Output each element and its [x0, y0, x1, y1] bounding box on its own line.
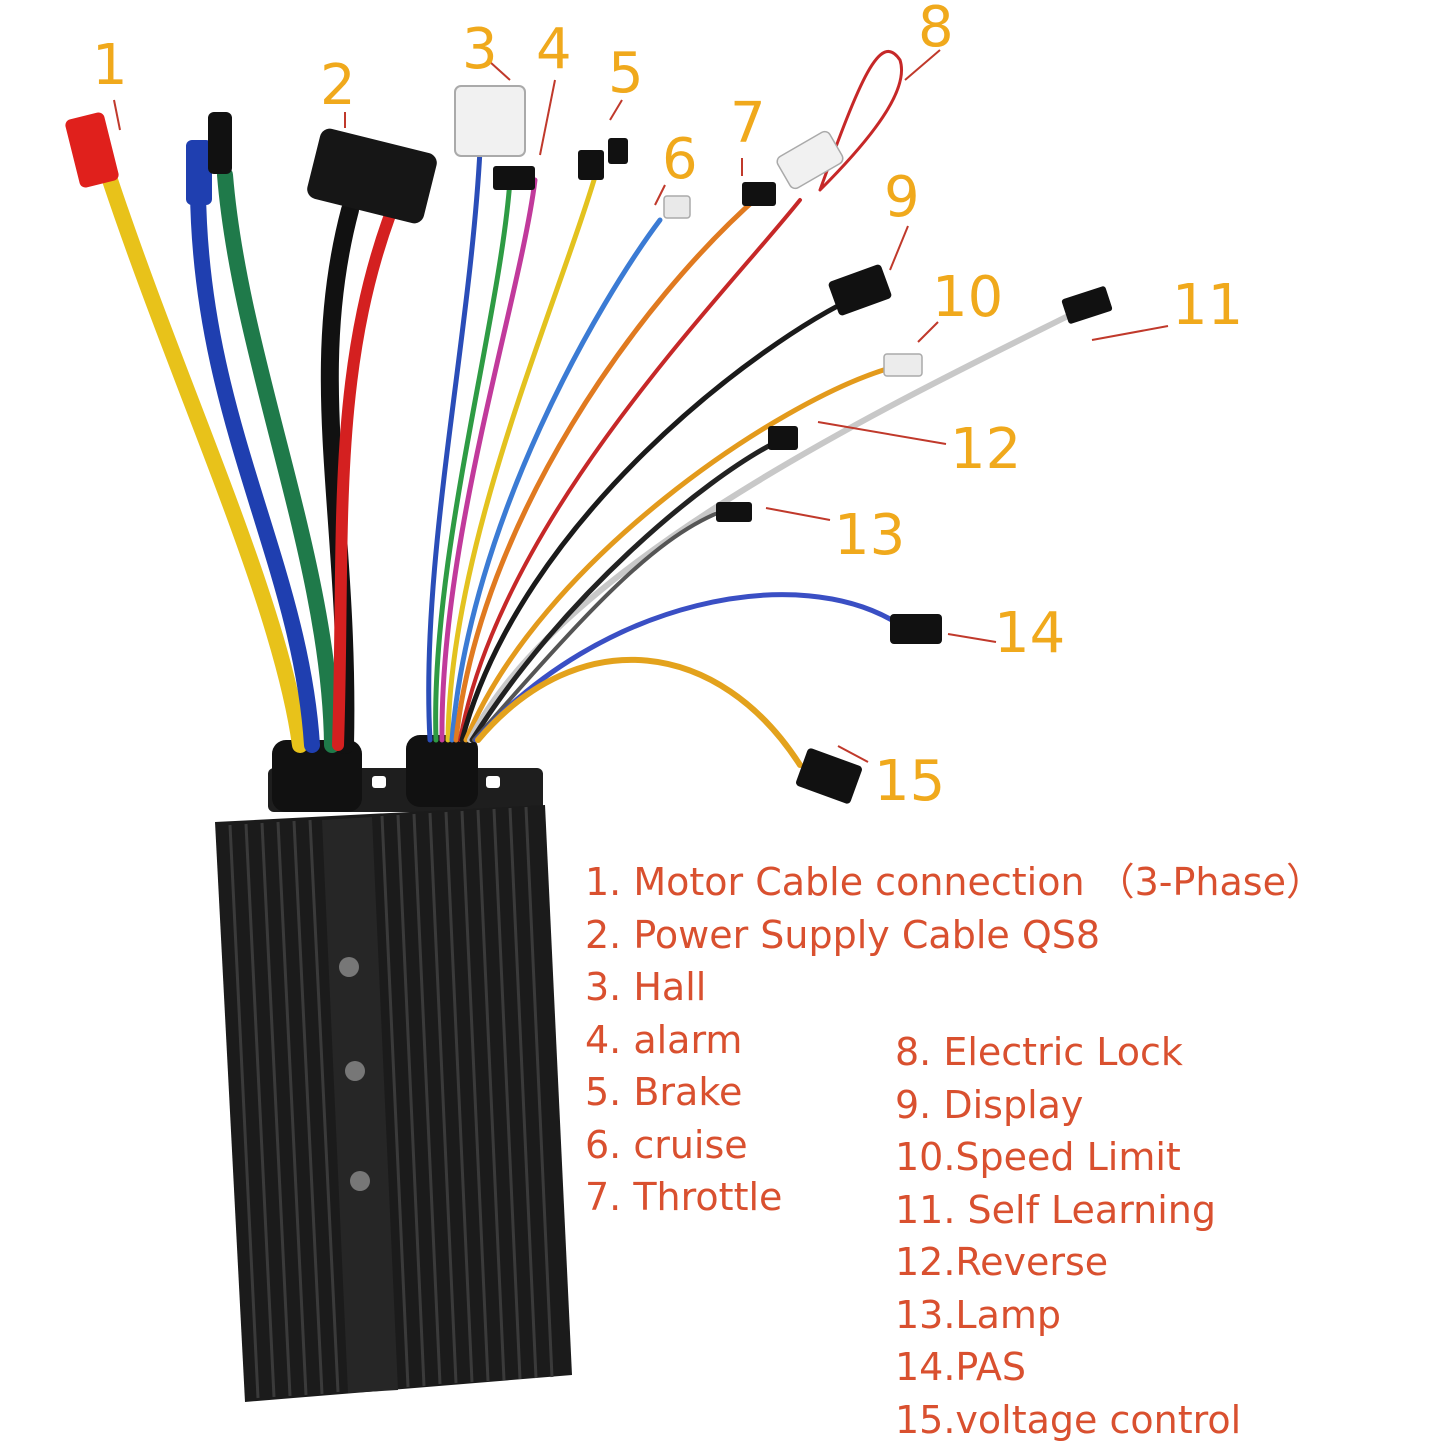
callout-10: 10	[932, 265, 1003, 330]
legend-item-voltage-control: 15.voltage control	[895, 1394, 1241, 1446]
controller-housing	[215, 735, 572, 1402]
callout-1: 1	[92, 33, 128, 98]
callout-6: 6	[662, 127, 698, 192]
callout-2: 2	[320, 53, 356, 118]
legend-item-motor-cable: 1. Motor Cable connection （3-Phase）	[585, 856, 1324, 909]
callout-9: 9	[884, 165, 920, 230]
legend-item-power-supply: 2. Power Supply Cable QS8	[585, 909, 1324, 962]
callout-8: 8	[918, 0, 954, 60]
legend-item-display: 9. Display	[895, 1079, 1241, 1132]
legend-right: 8. Electric Lock 9. Display 10.Speed Lim…	[895, 1026, 1241, 1446]
callout-12: 12	[950, 417, 1021, 482]
legend-item-electric-lock: 8. Electric Lock	[895, 1026, 1241, 1079]
callout-4: 4	[536, 17, 572, 82]
legend-item-reverse: 12.Reverse	[895, 1236, 1241, 1289]
legend-item-pas: 14.PAS	[895, 1341, 1241, 1394]
callout-13: 13	[834, 503, 905, 568]
callout-11: 11	[1172, 273, 1243, 338]
legend-item-hall: 3. Hall	[585, 961, 1324, 1014]
legend-item-speed-limit: 10.Speed Limit	[895, 1131, 1241, 1184]
callout-5: 5	[608, 41, 644, 106]
callout-14: 14	[994, 601, 1065, 666]
callout-15: 15	[874, 749, 945, 814]
callout-7: 7	[730, 91, 766, 156]
callout-3: 3	[462, 17, 498, 82]
legend-item-self-learning: 11. Self Learning	[895, 1184, 1241, 1237]
legend-item-lamp: 13.Lamp	[895, 1289, 1241, 1342]
